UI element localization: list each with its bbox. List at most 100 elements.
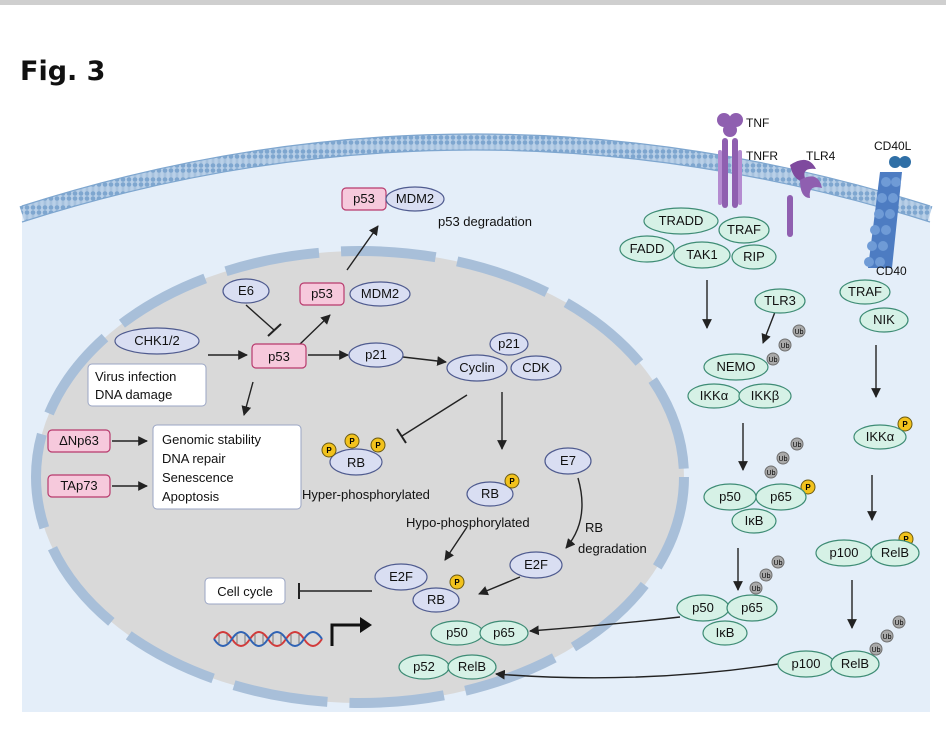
e2f-bound-node <box>374 563 428 591</box>
p21-node <box>348 342 404 368</box>
svg-text:p21: p21 <box>498 336 520 351</box>
p53-central-node <box>251 343 307 369</box>
e7-node <box>544 447 592 475</box>
svg-text:p50: p50 <box>719 489 741 504</box>
svg-text:IκB: IκB <box>716 625 735 640</box>
svg-text:RelB: RelB <box>841 656 869 671</box>
mdm2-node <box>349 281 411 307</box>
svg-text:RelB: RelB <box>458 659 486 674</box>
svg-text:Ub: Ub <box>762 573 771 580</box>
cell-cycle-box <box>204 577 286 605</box>
svg-text:TAK1: TAK1 <box>686 247 718 262</box>
outcomes-box <box>152 424 302 510</box>
svg-text:Ub: Ub <box>883 634 892 641</box>
p53-node <box>299 282 345 306</box>
nuclear-p50-p65: p50 p65 <box>430 620 529 646</box>
svg-text:MDM2: MDM2 <box>361 286 399 301</box>
svg-text:Ub: Ub <box>793 442 802 449</box>
rb-degradation-label: RB <box>585 520 603 535</box>
svg-text:IKKβ: IKKβ <box>751 388 779 403</box>
cd40-receptor-icon <box>864 156 911 268</box>
svg-text:DNA repair: DNA repair <box>162 451 226 466</box>
svg-text:Genomic stability: Genomic stability <box>162 432 261 447</box>
rb-bound-node <box>412 587 460 613</box>
tnfr-label: TNFR <box>746 149 778 163</box>
top-border <box>0 0 946 5</box>
ikka-noncanonical-node <box>853 424 907 450</box>
phosphate-markers: P P P P P P P P <box>321 416 914 590</box>
tap73-node <box>47 474 111 498</box>
svg-text:CHK1/2: CHK1/2 <box>134 333 180 348</box>
svg-text:IκB: IκB <box>745 513 764 528</box>
svg-text:P: P <box>903 535 909 544</box>
pathway-arrows <box>112 225 881 680</box>
svg-text:Ub: Ub <box>767 470 776 477</box>
figure-title: Fig. 3 <box>20 56 106 87</box>
svg-text:RB: RB <box>481 486 499 501</box>
p53-mdm2-complex-top: p53 MDM2 p53 degradation <box>341 186 532 229</box>
svg-text:p100: p100 <box>792 656 821 671</box>
svg-text:TRAF: TRAF <box>727 222 761 237</box>
stress-signals-box <box>87 363 207 407</box>
e6-node <box>222 278 270 304</box>
ubiquitin-markers: Ub Ub Ub Ub Ub Ub Ub Ub Ub Ub Ub Ub <box>749 324 906 656</box>
svg-text:Cyclin: Cyclin <box>459 360 494 375</box>
svg-text:Senescence: Senescence <box>162 470 234 485</box>
rb-degradation-label-2: degradation <box>578 541 647 556</box>
svg-text:p52: p52 <box>413 659 435 674</box>
svg-text:E2F: E2F <box>389 569 413 584</box>
svg-text:Virus infection: Virus infection <box>95 369 176 384</box>
p100-relb-complex-2: p100 RelB <box>777 650 880 678</box>
svg-text:DNA damage: DNA damage <box>95 387 172 402</box>
nfkb-ikb-complex-1: p50 p65 IκB <box>703 483 807 534</box>
rb-hyper-node <box>329 448 383 476</box>
svg-text:p53: p53 <box>353 191 375 206</box>
svg-text:Cell cycle: Cell cycle <box>217 584 273 599</box>
tnfr-adaptor-complex: TRADD TRAF FADD TAK1 RIP <box>619 207 777 270</box>
svg-text:TRADD: TRADD <box>659 213 704 228</box>
svg-text:E7: E7 <box>560 453 576 468</box>
tlr3-node <box>754 288 806 314</box>
svg-text:RelB: RelB <box>881 545 909 560</box>
tlr4-label: TLR4 <box>806 149 836 163</box>
nfkb-ikb-complex-2: p50 p65 IκB <box>676 594 778 646</box>
cd40-label: CD40 <box>876 264 907 278</box>
mdm2-node <box>385 186 445 212</box>
p53-mdm2-complex-nuclear: p53 MDM2 <box>299 281 411 307</box>
svg-text:IKKα: IKKα <box>700 388 729 403</box>
svg-text:P: P <box>349 437 355 446</box>
svg-text:P: P <box>375 441 381 450</box>
cdk-node <box>510 355 562 381</box>
p53-degradation-label: p53 degradation <box>438 214 532 229</box>
svg-text:p53: p53 <box>311 286 333 301</box>
svg-text:IKKα: IKKα <box>866 429 895 444</box>
svg-text:Ub: Ub <box>774 560 783 567</box>
svg-text:P: P <box>902 420 908 429</box>
svg-text:Ub: Ub <box>795 329 804 336</box>
p21-complex-node <box>489 332 529 356</box>
cd40l-label: CD40L <box>874 139 912 153</box>
svg-text:P: P <box>509 477 515 486</box>
nuclear-p52-relb: p52 RelB <box>398 654 497 680</box>
nucleus <box>31 246 689 708</box>
p100-relb-complex-1: p100 RelB <box>815 539 920 567</box>
svg-text:NEMO: NEMO <box>717 359 756 374</box>
e2f-free-node <box>509 551 563 579</box>
svg-text:p50: p50 <box>692 600 714 615</box>
svg-text:p65: p65 <box>770 489 792 504</box>
svg-text:E6: E6 <box>238 283 254 298</box>
svg-text:Ub: Ub <box>872 647 881 654</box>
svg-text:TRAF: TRAF <box>848 284 882 299</box>
svg-text:TAp73: TAp73 <box>60 478 97 493</box>
svg-text:p65: p65 <box>741 600 763 615</box>
svg-text:NIK: NIK <box>873 312 895 327</box>
svg-text:p65: p65 <box>493 625 515 640</box>
hyper-phosphorylated-label: Hyper-phosphorylated <box>302 487 430 502</box>
rb-hypo-node <box>466 481 514 507</box>
svg-text:Ub: Ub <box>752 586 761 593</box>
dna-icon <box>213 631 323 647</box>
chk-node <box>114 327 200 355</box>
tnfr-receptor-icon <box>717 113 743 208</box>
cd40-adaptors: TRAF NIK <box>839 279 909 333</box>
svg-text:p53: p53 <box>268 349 290 364</box>
